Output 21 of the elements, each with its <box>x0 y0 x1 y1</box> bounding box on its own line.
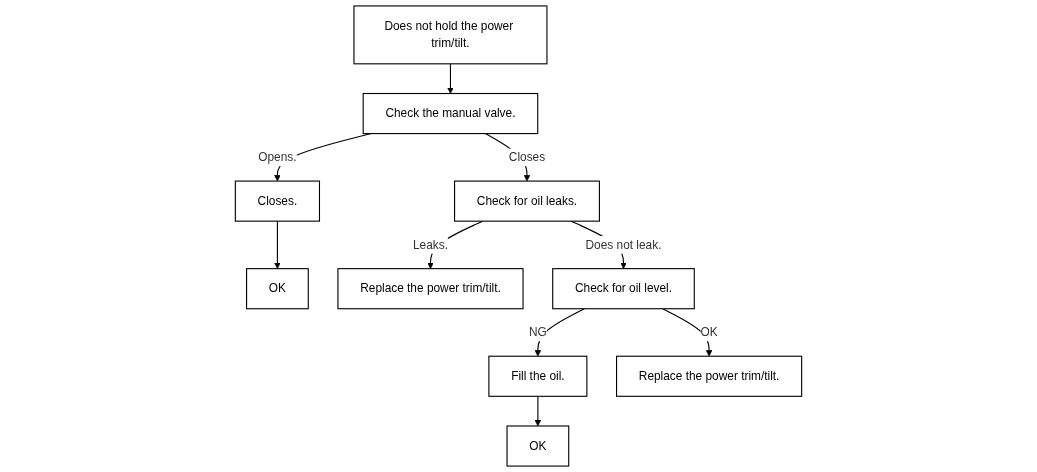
edge-label: OK <box>700 325 718 339</box>
node-box: OK <box>246 268 309 310</box>
arrow <box>534 308 585 357</box>
arrow <box>662 308 713 357</box>
edge-label: Does not leak. <box>585 238 662 251</box>
arrow <box>274 220 281 269</box>
node-box: Check the manual valve. <box>362 92 539 135</box>
node-box: Check for oil level. <box>552 268 695 310</box>
edge-label: Opens. <box>258 150 297 164</box>
arrow <box>447 63 454 94</box>
node-box: Check for oil leaks. <box>454 180 600 222</box>
node-box: Replace the power trim/tilt. <box>616 355 803 397</box>
node-box: Closes. <box>234 180 321 222</box>
node-box: Fill the oil. <box>488 355 588 397</box>
edge-label: Closes <box>508 150 546 164</box>
node-box: OK <box>506 425 570 467</box>
arrow <box>534 395 542 427</box>
edge-label: Leaks. <box>413 238 448 251</box>
node-box: Does not hold the power trim/tilt. <box>353 5 548 65</box>
edge-label: NG <box>528 325 547 339</box>
node-box: Replace the power trim/tilt. <box>337 268 524 310</box>
